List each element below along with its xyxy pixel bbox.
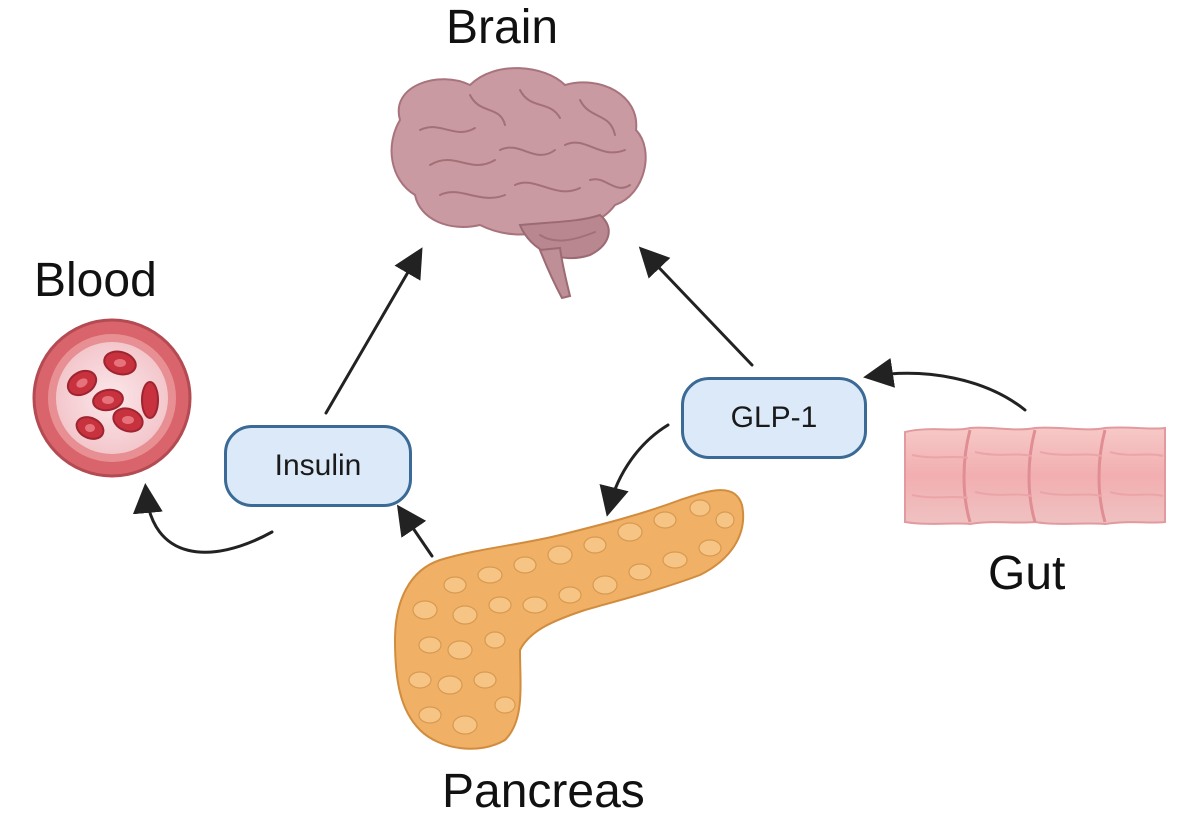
arrow-glp1-to-brain — [638, 246, 754, 367]
insulin-box: Insulin — [224, 425, 412, 507]
insulin-label: Insulin — [274, 449, 362, 482]
blood-label: Blood — [34, 254, 157, 307]
arrow-insulin-to-brain — [324, 247, 423, 415]
glp1-box: GLP-1 — [681, 377, 867, 459]
arrows — [132, 246, 1027, 558]
gut-label: Gut — [988, 547, 1066, 600]
arrow-glp1-to-pancreas — [599, 423, 670, 517]
pancreas-illustration — [393, 489, 745, 750]
glp1-label: GLP-1 — [730, 401, 818, 434]
arrow-insulin-to-blood — [132, 483, 274, 554]
pancreas-label: Pancreas — [442, 765, 645, 818]
blood-vessel-illustration — [32, 318, 192, 478]
arrow-pancreas-to-insulin — [396, 504, 434, 558]
gut-illustration — [904, 426, 1166, 526]
brain-illustration — [390, 67, 647, 300]
brain-label: Brain — [446, 1, 559, 54]
arrow-gut-to-glp1 — [863, 358, 1027, 412]
